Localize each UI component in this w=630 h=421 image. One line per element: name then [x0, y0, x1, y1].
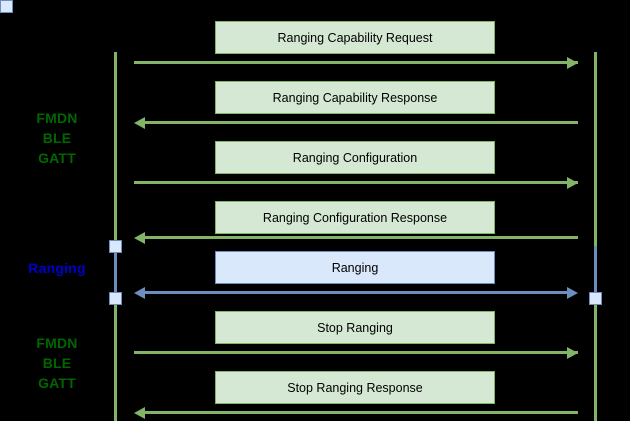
- message-arrow-line-ranging-capability-response: [145, 121, 578, 124]
- message-box-stop-ranging: Stop Ranging: [215, 311, 495, 344]
- activation-box-right-start: [0, 0, 13, 13]
- phase-label-fmdn-ble-gatt-bottom: FMDN BLE GATT: [36, 335, 78, 391]
- message-arrow-line-stop-ranging-response: [145, 411, 578, 414]
- message-box-ranging-configuration: Ranging Configuration: [215, 141, 495, 174]
- message-arrow-head-left-ranging-capability-response: [134, 116, 145, 129]
- activation-box-left-start: [109, 240, 122, 253]
- phase-label-ranging: Ranging: [28, 260, 86, 276]
- message-arrow-head-right-stop-ranging: [567, 346, 578, 359]
- message-arrow-head-right-ranging-capability-request: [567, 56, 578, 69]
- message-arrow-head-left-stop-ranging-response: [134, 406, 145, 419]
- message-arrow-head-left-ranging: [134, 286, 145, 299]
- message-box-ranging: Ranging: [215, 251, 495, 284]
- lifeline-left: [114, 52, 117, 421]
- phase-label-fmdn-ble-gatt-top: FMDN BLE GATT: [36, 110, 78, 166]
- message-box-ranging-capability-request: Ranging Capability Request: [215, 21, 495, 54]
- message-arrow-line-ranging-configuration: [134, 181, 578, 184]
- message-arrow-line-ranging-configuration-response: [145, 236, 578, 239]
- message-box-ranging-configuration-response: Ranging Configuration Response: [215, 201, 495, 234]
- activation-bar-right: [594, 246, 597, 299]
- message-arrow-head-left-ranging-configuration-response: [134, 231, 145, 244]
- message-arrow-line-ranging: [145, 291, 567, 294]
- message-box-ranging-capability-response: Ranging Capability Response: [215, 81, 495, 114]
- message-box-stop-ranging-response: Stop Ranging Response: [215, 371, 495, 404]
- message-arrow-line-ranging-capability-request: [134, 61, 578, 64]
- message-arrow-line-stop-ranging: [134, 351, 578, 354]
- message-arrow-head-right-ranging-configuration: [567, 176, 578, 189]
- lifeline-right: [594, 52, 597, 421]
- message-arrow-head-right-ranging: [567, 286, 578, 299]
- activation-box-right-end: [589, 292, 602, 305]
- activation-box-left-end: [109, 292, 122, 305]
- activation-bar-left: [114, 246, 117, 299]
